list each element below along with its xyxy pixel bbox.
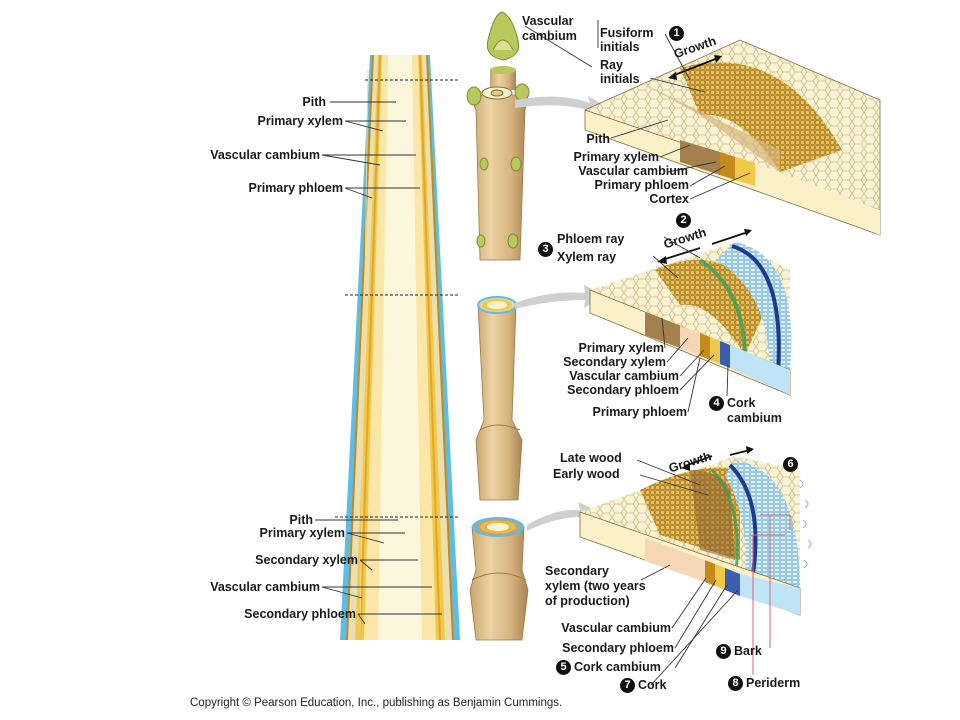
section-arrows xyxy=(515,96,610,531)
label-late-wood: Late wood xyxy=(560,451,622,465)
badge-1: 1 xyxy=(669,26,684,41)
bark-bracket xyxy=(750,514,791,675)
stem-2 xyxy=(475,296,523,501)
bud-label-vascular-cambium: Vascular cambium xyxy=(522,14,577,43)
p2-label-primary-phloem: Primary phloem xyxy=(592,405,687,419)
long-label-vascular-cambium: Vascular cambium xyxy=(210,148,320,162)
p2-label-primary-xylem: Primary xylem xyxy=(578,341,664,355)
long-label-pith-lower: Pith xyxy=(289,513,313,527)
p1-label-cortex: Cortex xyxy=(649,192,689,206)
badge-4: 4 xyxy=(709,396,724,411)
badge-5: 5 xyxy=(556,660,571,675)
p3-label-vascular-cambium: Vascular cambium xyxy=(561,621,671,635)
long-label-secondary-xylem: Secondary xylem xyxy=(255,553,358,567)
long-label-primary-xylem-lower: Primary xylem xyxy=(259,526,345,540)
long-label-primary-phloem: Primary phloem xyxy=(248,181,343,195)
label-xylem-ray: Xylem ray xyxy=(557,250,617,264)
p1-label-vascular-cambium: Vascular cambium xyxy=(578,164,688,178)
badge-3: 3 xyxy=(538,242,553,257)
badge-7: 7 xyxy=(620,678,635,693)
label-early-wood: Early wood xyxy=(553,467,620,481)
label-ray-initials: Ray initials xyxy=(600,58,640,86)
long-label-primary-xylem: Primary xylem xyxy=(257,114,343,128)
stem-3 xyxy=(469,517,529,641)
label-cork-cambium-2: Cork cambium xyxy=(727,396,782,425)
p3-label-secondary-xylem: Secondary xylem (two years of production… xyxy=(545,564,646,608)
growth-arrows xyxy=(657,55,754,471)
wedge-leaders xyxy=(524,20,751,686)
p3-label-cork: Cork xyxy=(638,678,667,692)
long-label-pith: Pith xyxy=(302,95,326,109)
p2-label-vascular-cambium: Vascular cambium xyxy=(569,369,679,383)
p3-label-secondary-phloem: Secondary phloem xyxy=(562,641,674,655)
label-bark: Bark xyxy=(734,644,762,658)
badge-9: 9 xyxy=(716,644,731,659)
badge-8: 8 xyxy=(728,676,743,691)
long-label-vascular-cambium-lower: Vascular cambium xyxy=(210,580,320,594)
pith-core xyxy=(378,55,422,640)
p2-label-secondary-xylem: Secondary xylem xyxy=(563,355,666,369)
long-top-leaders xyxy=(321,101,420,199)
copyright-notice: Copyright © Pearson Education, Inc., pub… xyxy=(190,697,563,709)
p1-label-pith: Pith xyxy=(586,132,610,146)
longitudinal-section xyxy=(335,54,460,641)
long-bottom-leaders xyxy=(315,519,442,625)
wedge-2 xyxy=(589,242,792,396)
badge-2: 2 xyxy=(676,213,691,228)
label-periderm: Periderm xyxy=(746,676,801,690)
p3-label-cork-cambium: Cork cambium xyxy=(574,660,661,674)
label-phloem-ray: Phloem ray xyxy=(557,232,625,246)
p2-label-secondary-phloem: Secondary phloem xyxy=(567,383,679,397)
long-label-secondary-phloem: Secondary phloem xyxy=(244,607,356,621)
stem-1 xyxy=(466,11,530,261)
p1-label-primary-xylem: Primary xylem xyxy=(573,150,659,164)
wedge-1 xyxy=(584,39,881,236)
p1-label-primary-phloem: Primary phloem xyxy=(594,178,689,192)
label-fusiform-initials: Fusiform initials xyxy=(600,26,654,54)
badge-6: 6 xyxy=(783,457,798,472)
wedge-3 xyxy=(579,456,812,675)
